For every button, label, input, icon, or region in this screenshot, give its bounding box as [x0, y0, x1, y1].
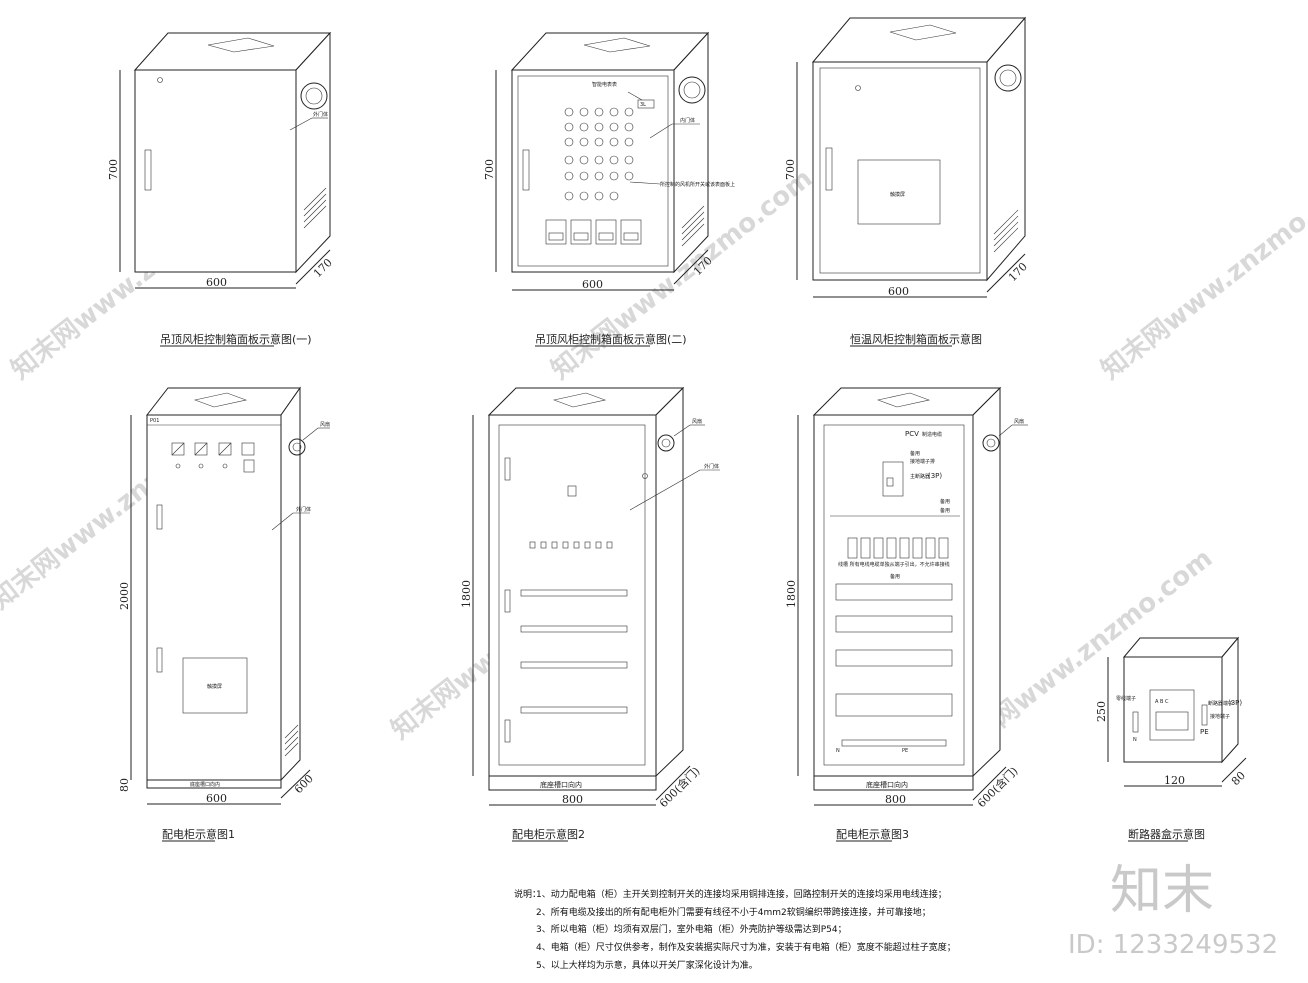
p3-width-dim: 600	[888, 285, 909, 298]
p6-lbl-pe: PE	[902, 748, 908, 754]
brand-id: ID: 1233249532	[1068, 930, 1278, 960]
p5-caption: 配电柜示意图2	[512, 827, 585, 841]
brand: 知末 ID: 1233249532	[1068, 861, 1278, 960]
p4-tag: P01	[150, 418, 159, 424]
p4-door-label: 外门体	[296, 506, 311, 513]
p7-height-dim: 250	[1095, 701, 1108, 722]
p2-meter-box: 3L	[640, 102, 646, 108]
p3-panel-label: 触摸屏	[890, 191, 905, 198]
p1-height-dim: 700	[107, 159, 120, 180]
p6-fan-label: 风扇	[1014, 418, 1024, 425]
panel-6: PCV 制造电缆 备用 接地端子排 主断路器 (3P) 备用 备用 线槽 所有电…	[785, 386, 1028, 842]
p6-caption: 配电柜示意图3	[836, 827, 909, 841]
p2-meters	[545, 219, 642, 245]
panel-3: 触摸屏 700 600 170 恒温风柜控制箱面板示意图	[784, 16, 1030, 347]
note-line-5: 5、以上大样均为示意，具体以开关厂家深化设计为准。	[536, 959, 758, 971]
p6-height-dim: 1800	[785, 580, 798, 608]
p3-caption: 恒温风柜控制箱面板示意图	[850, 332, 982, 346]
p5-base-label: 底座槽口向内	[540, 780, 582, 789]
p6-lbl-e: 备用	[940, 507, 950, 514]
p6-lbl-a: 备用	[910, 450, 920, 457]
p4-fan-label: 风扇	[320, 421, 330, 428]
p7-lbl-pe: PE	[1200, 728, 1209, 736]
note-line-3: 3、所以电箱（柜）均须有双层门，室外电箱（柜）外壳防护等级需达到P54；	[536, 923, 847, 935]
panel-5: 风扇 外门体 底座槽口向内 1800 800 600(含门) 配电柜示意图2	[460, 386, 720, 842]
p1-door-label: 外门体	[313, 111, 328, 118]
panel-4: P01 触摸屏 风扇 外门体 底座槽口向内 2000 80 600 600 配电…	[118, 386, 330, 842]
p6-lbl-c: 主断路器	[910, 473, 930, 480]
p7-left-label: 零线端子	[1116, 695, 1136, 702]
p6-lbl-n: N	[836, 748, 840, 754]
p6-lbl-b: 接地端子排	[910, 458, 935, 465]
p6-wire-note: 线槽 所有电线电缆单独从端子引出，不允许串接线	[838, 561, 950, 568]
p2-caption: 吊顶风柜控制箱面板示意图(二)	[535, 332, 687, 346]
p2-switch-note: 所控制的风机所开关或该表面板上	[660, 181, 735, 188]
p4-base-dim: 80	[118, 778, 131, 792]
p6-pcv-label: PCV	[905, 430, 919, 438]
p1-caption: 吊顶风柜控制箱面板示意图(一)	[160, 332, 312, 346]
p6-pcv-sub: 制造电缆	[922, 431, 942, 438]
p6-width-dim: 800	[885, 793, 906, 806]
notes-title: 说明：	[514, 888, 541, 900]
p6-lbl-d: 备用	[940, 498, 950, 505]
p3-depth-dim: 170	[1006, 260, 1030, 284]
p2-height-dim: 700	[483, 159, 496, 180]
p4-depth-dim: 600	[292, 772, 316, 796]
p2-lamps	[564, 107, 634, 201]
notes: 说明： 1、动力配电箱（柜）主开关到控制开关的连接均采用铜排连接，回路控制开关的…	[514, 888, 956, 971]
note-line-2: 2、所有电缆及接出的所有配电柜外门需要有线径不小于4mm2软铜编织带跨接连接，并…	[536, 906, 931, 918]
p3-height-dim: 700	[784, 159, 797, 180]
p5-depth-dim: 600(含门)	[656, 764, 702, 810]
p4-caption: 配电柜示意图1	[162, 827, 235, 841]
p4-base-label: 底座槽口向内	[190, 781, 220, 788]
note-line-4: 4、电箱（柜）尺寸仅供参考，制作及安装据实际尺寸为准，安装于有电箱（柜）宽度不能…	[536, 941, 956, 953]
note-line-1: 1、动力配电箱（柜）主开关到控制开关的连接均采用铜排连接，回路控制开关的连接均采…	[536, 888, 947, 900]
panel-1: 700 600 170 外门体 吊顶风柜控制箱面板示意图(一)	[107, 31, 335, 347]
panel-2: 3L 智能电表表 内门体 所控制的风机所开关或该表面板上 700 600 170…	[483, 31, 735, 347]
panel-7: A B C N PE 零线端子 断路器端子 (3P) 接地端子 250 120 …	[1095, 636, 1248, 842]
p7-lbl-n: N	[1133, 737, 1137, 743]
p7-caption: 断路器盒示意图	[1128, 827, 1205, 841]
p4-width-dim: 600	[206, 792, 227, 805]
p5-door-label: 外门体	[704, 463, 719, 470]
p2-width-dim: 600	[582, 278, 603, 291]
p7-bottom-label: 接地端子	[1210, 713, 1230, 720]
p6-lbl-f: 备用	[890, 573, 900, 580]
p7-right-label2: (3P)	[1228, 699, 1242, 707]
p4-height-dim: 2000	[118, 582, 131, 610]
p1-depth-dim: 170	[311, 256, 335, 280]
p5-width-dim: 800	[562, 793, 583, 806]
p7-right-label: 断路器端子	[1208, 700, 1233, 707]
p6-depth-dim: 600(含门)	[974, 764, 1020, 810]
p6-base-label: 底座槽口向内	[866, 780, 908, 789]
p2-meter-label: 智能电表表	[592, 81, 617, 88]
brand-logo: 知末	[1110, 861, 1214, 921]
p5-fan-label: 风扇	[692, 418, 702, 425]
p6-lbl-c2: (3P)	[928, 472, 942, 480]
p4-screen-label: 触摸屏	[207, 683, 222, 690]
p7-width-dim: 120	[1164, 774, 1185, 787]
p1-width-dim: 600	[206, 276, 227, 289]
p7-abc: A B C	[1155, 699, 1169, 705]
watermark-3: 知末网www.znzmo.com	[1096, 163, 1308, 385]
p2-door-label: 内门体	[680, 117, 695, 124]
p5-height-dim: 1800	[460, 580, 473, 608]
